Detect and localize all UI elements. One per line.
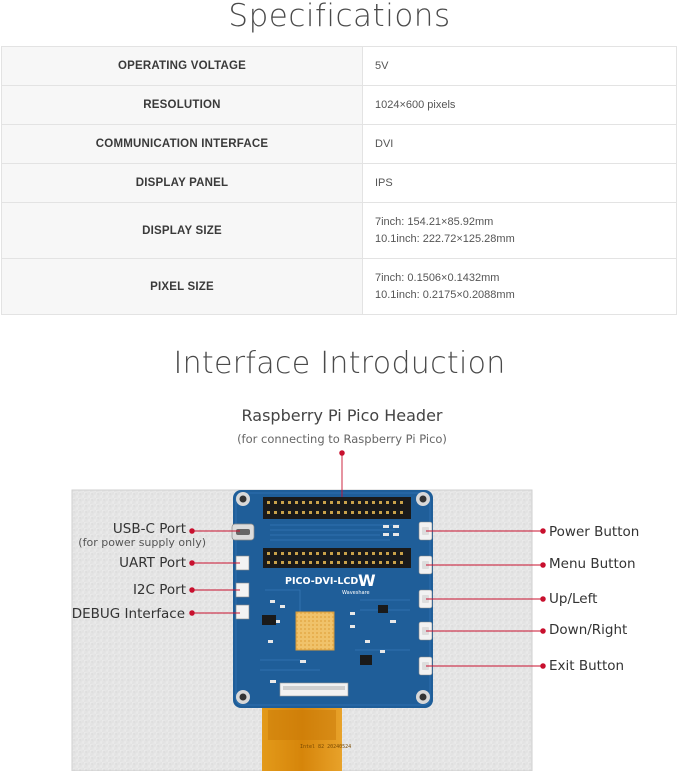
spec-row: PIXEL SIZE 7inch: 0.1506×0.1432mm 10.1in…: [1, 258, 677, 315]
svg-text:W: W: [358, 571, 376, 590]
power-button-shape: [418, 521, 433, 541]
spec-label: DISPLAY SIZE: [1, 202, 363, 259]
i2c-port-label: I2C Port: [132, 582, 186, 598]
mounting-holes: [236, 492, 430, 704]
spec-label: COMMUNICATION INTERFACE: [1, 124, 363, 164]
board-silkscreen-label: PICO-DVI-LCD: [285, 576, 358, 587]
pico-header-sublabel: (for connecting to Raspberry Pi Pico): [237, 432, 447, 446]
spec-row: DISPLAY PANEL IPS: [1, 163, 677, 203]
up-left-label: Up/Left: [549, 591, 598, 607]
spec-value: 1024×600 pixels: [362, 85, 677, 125]
up-left-button-shape: [418, 589, 433, 609]
usb-c-note-label: (for power supply only): [78, 536, 206, 549]
debug-interface-label: DEBUG Interface: [71, 606, 185, 622]
spec-label: RESOLUTION: [1, 85, 363, 125]
power-button-label: Power Button: [549, 524, 640, 540]
pico-header-top: [263, 497, 411, 519]
heatsink: [295, 611, 335, 651]
exit-button-label: Exit Button: [549, 658, 625, 674]
spec-row: RESOLUTION 1024×600 pixels: [1, 85, 677, 125]
spec-label: OPERATING VOLTAGE: [1, 46, 363, 86]
pico-header-label: Raspberry Pi Pico Header: [241, 406, 443, 425]
pcb-board: [233, 490, 433, 708]
specifications-table: OPERATING VOLTAGE 5V RESOLUTION 1024×600…: [1, 46, 677, 315]
spec-value: DVI: [362, 124, 677, 164]
spec-row: DISPLAY SIZE 7inch: 154.21×85.92mm 10.1i…: [1, 202, 677, 259]
brand-label: Waveshare: [342, 590, 370, 596]
spec-value: 7inch: 0.1506×0.1432mm 10.1inch: 0.2175×…: [362, 258, 677, 315]
spec-value: 5V: [362, 46, 677, 86]
usb-c-port-label: USB-C Port: [112, 521, 186, 537]
spec-row: OPERATING VOLTAGE 5V: [1, 46, 677, 86]
menu-button-label: Menu Button: [549, 556, 636, 572]
spec-row: COMMUNICATION INTERFACE DVI: [1, 124, 677, 164]
svg-text:Intel 82 20240524: Intel 82 20240524: [300, 744, 351, 750]
interface-title: Interface Introduction: [173, 346, 506, 381]
waveshare-logo: W: [358, 571, 376, 590]
uart-port-label: UART Port: [119, 555, 186, 571]
spec-value: 7inch: 154.21×85.92mm 10.1inch: 222.72×1…: [362, 202, 677, 259]
spec-label: DISPLAY PANEL: [1, 163, 363, 203]
specifications-title: Specifications: [228, 0, 451, 34]
down-right-label: Down/Right: [549, 622, 628, 638]
debug-connector-shape: [235, 604, 250, 620]
spec-value: IPS: [362, 163, 677, 203]
usb-c-connector-shape: [231, 523, 255, 541]
callout-lines: [189, 450, 546, 669]
pico-header-bottom: [263, 548, 411, 568]
spec-label: PIXEL SIZE: [1, 258, 363, 315]
